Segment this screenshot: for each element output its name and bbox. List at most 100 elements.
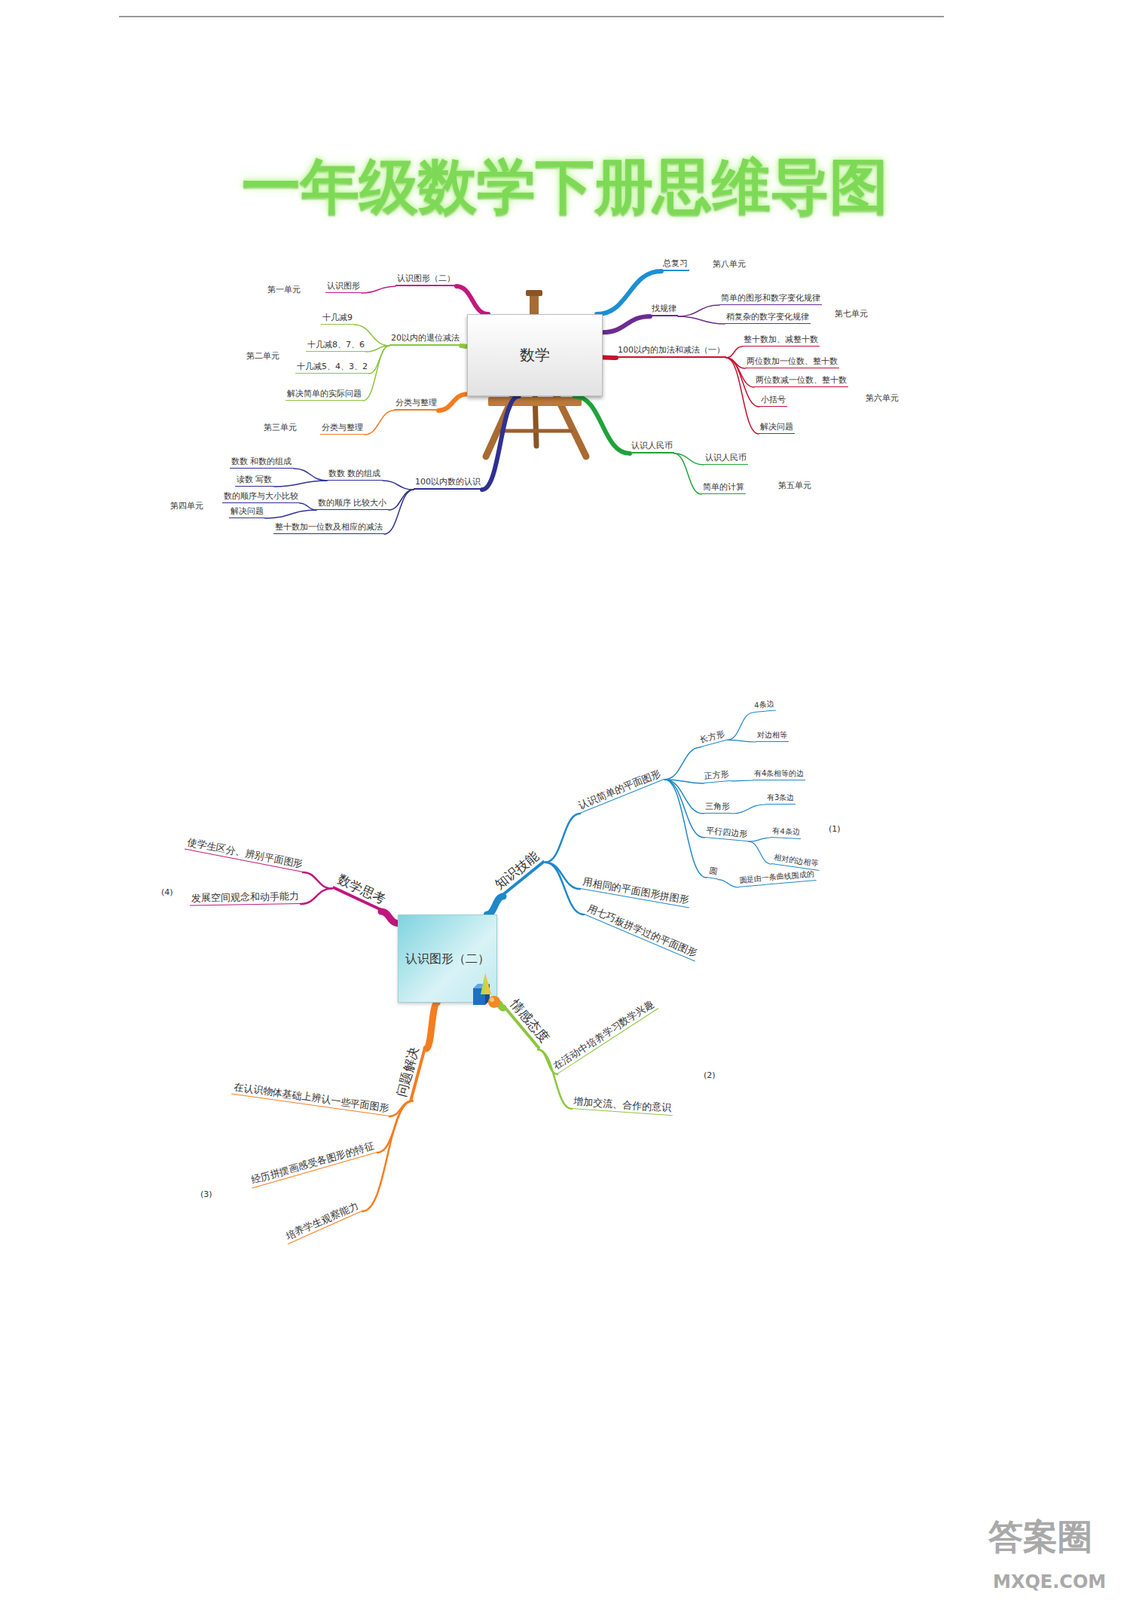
branch-line: [299, 503, 317, 511]
branch-topic: 两位数加一位数、整十数: [745, 356, 840, 369]
branch-topic: 4条边: [752, 699, 777, 712]
topic-text: 数数 和数的组成: [231, 456, 293, 468]
branch-topic: 20以内的退位减法: [389, 332, 462, 346]
branch-line: [731, 779, 753, 782]
branch-topic: 认识图形: [325, 280, 362, 294]
branch-line: [265, 510, 317, 519]
branch-topic: 发展空间观念和动手能力: [189, 890, 301, 907]
topic-text: 整十数加、减整十数: [743, 334, 819, 346]
branch-topic: 长方形: [697, 728, 728, 748]
branch-line: [574, 396, 630, 454]
branch-line: [664, 779, 705, 838]
topic-text: 小括号: [760, 394, 786, 406]
topic-text: 稍复杂的数字变化规律: [726, 311, 810, 323]
branch-line: [748, 837, 771, 842]
topic-text: 整十数加一位数及相应的减法: [274, 522, 383, 533]
branch-topic: 用相同的平面图形拼图形: [580, 875, 692, 908]
topic-text: 数学思考: [335, 871, 389, 908]
branch-topic: 整十数加一位数及相应的减法: [273, 522, 385, 535]
topic-text: 认识简单的平面图形: [576, 767, 663, 813]
branch-topic: 认识简单的平面图形: [574, 766, 665, 814]
branch-line: [384, 489, 414, 535]
branch-line: [602, 354, 617, 361]
branch-topic: 数数 和数的组成: [229, 456, 294, 469]
topic-text: 情感态度: [506, 996, 553, 1047]
topic-text: 十几减5、4、3、2: [296, 361, 368, 373]
branch-topic: 总复习: [661, 258, 690, 272]
topic-text: 解决简单的实际问题: [287, 388, 362, 400]
branch-line: [678, 316, 725, 324]
branch-topic: 培养学生观察能力: [282, 1199, 363, 1246]
branch-line: [426, 1002, 437, 1049]
topic-text: 20以内的退位减法: [390, 332, 460, 344]
branch-line: [727, 739, 756, 743]
unit-label: 第二单元: [246, 351, 280, 361]
branch-topic: 使学生区分、辨别平面图形: [184, 836, 306, 873]
branch-line: [362, 1101, 413, 1212]
branch-line: [748, 841, 772, 865]
branch-line: [461, 345, 468, 347]
branch-topic: 认识图形（二）: [395, 273, 457, 287]
branch-topic: 读数 写数: [235, 474, 275, 487]
topic-text: 知识技能: [491, 848, 542, 893]
topic-text: 圆: [708, 866, 718, 878]
topic-text: 增加交流、合作的意识: [573, 1095, 672, 1115]
branch-topic: 数的顺序与大小比较: [222, 491, 300, 504]
topic-text: 分类与整理: [321, 422, 364, 434]
topic-text: 4条边: [754, 699, 775, 712]
topic-text: 100以内数的认识: [415, 476, 481, 488]
topic-text: 解决问题: [760, 421, 794, 433]
branch-line: [274, 480, 327, 487]
topic-text: 认识图形: [326, 280, 361, 292]
branch-topic: 增加交流、合作的意识: [571, 1095, 674, 1117]
branch-line: [293, 468, 327, 481]
branch-topic: 在活动中培养学习数学兴趣: [549, 997, 659, 1075]
unit-label: 第八单元: [712, 259, 746, 269]
branch-line: [381, 911, 398, 924]
topic-text: 发展空间观念和动手能力: [191, 890, 300, 905]
branch-topic: 分类与整理: [320, 422, 365, 435]
topic-text: 用相同的平面图形拼图形: [581, 876, 691, 908]
branch-topic: 100以内数的认识: [413, 476, 483, 490]
shapes-icon: [467, 971, 505, 1014]
watermark: MXQE.COM: [992, 1571, 1106, 1594]
topic-text: 圆是由一条曲线围成的: [739, 869, 816, 886]
branch-topic: 数数 数的组成: [326, 468, 383, 481]
branch-topic: 相对的边相等: [771, 852, 821, 871]
branch-line: [731, 804, 766, 814]
topic-text: 在认识物体基础上辨认一些平面图形: [232, 1081, 390, 1115]
branch-topic: 整十数加、减整十数: [742, 334, 820, 347]
branch-topic: 解决问题: [758, 421, 795, 434]
branch-topic: 用七巧板拼学过的平面图形: [583, 901, 700, 962]
branch-topic: 小括号: [759, 394, 788, 407]
topic-text: 认识人民币: [631, 440, 673, 452]
branch-line: [717, 879, 739, 888]
branch-topic: 圆是由一条曲线围成的: [737, 869, 817, 888]
branch-line: [438, 393, 468, 411]
branch-line: [456, 286, 489, 315]
branch-topic: 两位数减一位数、整十数: [754, 375, 849, 388]
topic-text: 使学生区分、辨别平面图形: [186, 836, 304, 871]
callout-number: (1): [828, 824, 841, 834]
branch-topic: 问题解决: [393, 1043, 427, 1101]
unit-label: 第七单元: [834, 308, 868, 319]
branch-topic: 稍复杂的数字变化规律: [724, 311, 811, 324]
branch-line: [302, 872, 333, 889]
branch-topic: 数的顺序 比较大小: [316, 497, 389, 511]
branch-line: [727, 712, 754, 740]
watermark: 答案圈: [988, 1516, 1093, 1558]
branch-line: [726, 346, 743, 358]
topic-text: 数学: [519, 345, 550, 365]
topic-text: 培养学生观察能力: [284, 1199, 361, 1243]
branch-topic: 有4条边: [770, 826, 802, 840]
branch-line: [674, 453, 702, 495]
branch-topic: 平行四边形: [704, 825, 750, 842]
branch-topic: 数学思考: [332, 870, 390, 912]
topic-text: 找规律: [651, 303, 677, 315]
topic-text: 问题解决: [393, 1044, 423, 1099]
topic-text: 对边相等: [757, 730, 788, 741]
topic-text: 数数 数的组成: [328, 468, 382, 480]
topic-text: 分类与整理: [395, 397, 437, 409]
